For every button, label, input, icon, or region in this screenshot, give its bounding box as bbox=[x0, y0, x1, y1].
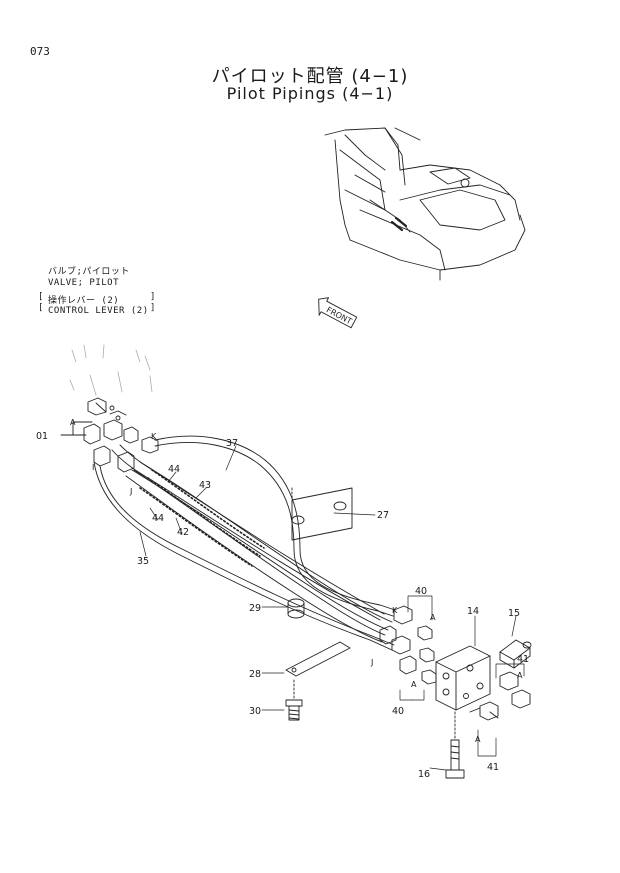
part-number-35[interactable]: 35 bbox=[137, 556, 150, 567]
valve-label-japanese: バルブ;パイロット bbox=[48, 267, 130, 277]
port-letter-k: K bbox=[151, 432, 157, 441]
bolt-30[interactable] bbox=[285, 679, 303, 721]
part-number-15[interactable]: 15 bbox=[508, 608, 521, 619]
bracket-left: [[ bbox=[38, 292, 44, 313]
part-number-14[interactable]: 14 bbox=[467, 606, 480, 617]
part-number-41-lower[interactable]: 41 bbox=[487, 762, 500, 773]
port-letter-j: J bbox=[371, 658, 374, 667]
part-number-37[interactable]: 37 bbox=[226, 438, 239, 449]
part-number-43[interactable]: 43 bbox=[199, 480, 212, 491]
pilot-hoses[interactable] bbox=[93, 435, 396, 651]
port-letter-a: A bbox=[411, 680, 417, 689]
part-number-27[interactable]: 27 bbox=[377, 510, 390, 521]
right-fittings-41[interactable] bbox=[469, 671, 531, 721]
junction-block-14[interactable] bbox=[435, 645, 491, 711]
valve-fittings[interactable] bbox=[379, 605, 437, 685]
plate-27[interactable] bbox=[291, 487, 353, 541]
port-letter-a: A bbox=[430, 613, 436, 622]
part-number-40-lower[interactable]: 40 bbox=[392, 706, 405, 717]
part-number-30[interactable]: 30 bbox=[249, 706, 262, 717]
part-number-44-lower[interactable]: 44 bbox=[152, 513, 165, 524]
excavator-inset-illustration bbox=[324, 127, 526, 281]
spiral-guards bbox=[139, 469, 265, 567]
pressure-switch-15[interactable] bbox=[499, 639, 532, 669]
bracket-right: ]] bbox=[150, 292, 156, 313]
plate-28[interactable] bbox=[285, 641, 351, 677]
part-number-29[interactable]: 29 bbox=[249, 603, 262, 614]
lever-label-japanese: 操作レバー (2) bbox=[48, 296, 120, 306]
port-letter-i: I bbox=[92, 463, 95, 472]
part-number-44-upper[interactable]: 44 bbox=[168, 464, 181, 475]
page-number: 073 bbox=[30, 45, 50, 58]
port-letter-j: J bbox=[130, 487, 133, 496]
front-direction-arrow: FRONT bbox=[318, 297, 358, 329]
port-letter-a: A bbox=[517, 671, 523, 680]
port-letter-k: K bbox=[392, 606, 398, 615]
page-title-english: Pilot Pipings (4−1) bbox=[226, 84, 394, 103]
leader-lines bbox=[139, 445, 525, 771]
grommet-29[interactable] bbox=[287, 598, 305, 619]
valve-label-english: VALVE; PILOT bbox=[48, 278, 120, 288]
control-lever-ghost bbox=[69, 344, 153, 396]
part-number-41-upper[interactable]: 41 bbox=[517, 654, 530, 665]
lever-label-english: CONTROL LEVER (2) bbox=[48, 306, 149, 316]
part-number-40-upper[interactable]: 40 bbox=[415, 586, 428, 597]
part-number-16[interactable]: 16 bbox=[418, 769, 431, 780]
control-lever-fittings[interactable] bbox=[60, 397, 159, 473]
bolt-16[interactable] bbox=[445, 711, 465, 779]
part-number-42[interactable]: 42 bbox=[177, 527, 190, 538]
page-title-japanese: パイロット配管 (4−1) bbox=[211, 66, 409, 87]
part-number-01[interactable]: 01 bbox=[36, 431, 49, 442]
part-number-28[interactable]: 28 bbox=[249, 669, 262, 680]
